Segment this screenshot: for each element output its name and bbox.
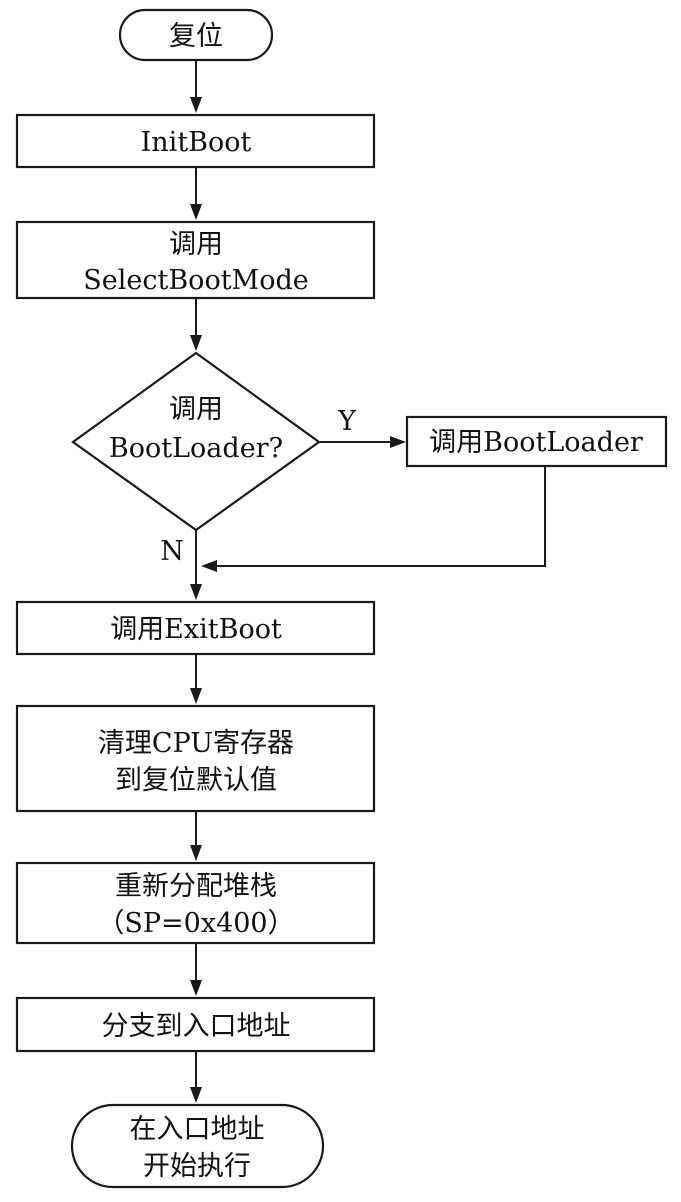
clear-registers-node-line1: 清理CPU寄存器 [98,728,294,759]
yes-label: Y [337,406,357,437]
arrow-clear-to-stack [190,811,202,861]
clear-registers-node-line2: 到复位默认值 [115,765,277,796]
end-node-line2: 开始执行 [143,1151,251,1182]
selectbootmode-node-line1: 调用 [169,229,223,260]
decision-node: 调用 BootLoader? [71,351,321,532]
end-node-shape [70,1103,325,1189]
end-node: 在入口地址 开始执行 [70,1103,325,1189]
arrow-stack-to-branch [190,943,202,996]
realloc-stack-node-line2: （SP=0x400） [97,908,294,939]
realloc-stack-node-shape [15,861,376,945]
arrow-selectbootmode-to-decision [190,298,202,351]
clear-registers-node-shape [15,704,376,813]
branch-node: 分支到入口地址 [15,996,376,1053]
arrow-initboot-to-selectbootmode [190,167,202,220]
initboot-node-shape [15,113,376,169]
arrow-decision-no [190,530,202,600]
initboot-node-label: InitBoot [141,127,252,158]
arrow-branch-to-end [190,1051,202,1103]
realloc-stack-node-line1: 重新分配堆栈 [115,871,277,902]
call-bootloader-node-shape [405,415,668,468]
initboot-node: InitBoot [15,113,376,169]
arrow-exitboot-to-clear [190,654,202,704]
arrow-bootloader-return [201,466,546,572]
decision-node-line2: BootLoader? [109,433,283,464]
selectbootmode-node: 调用 SelectBootMode [15,220,376,300]
end-node-line1: 在入口地址 [130,1114,265,1145]
call-bootloader-node: 调用BootLoader [405,415,668,468]
selectbootmode-node-line2: SelectBootMode [83,265,308,296]
exitboot-node: 调用ExitBoot [15,600,376,656]
arrow-start-to-initboot [190,60,202,113]
start-node: 复位 [118,8,274,62]
clear-registers-node: 清理CPU寄存器 到复位默认值 [15,704,376,813]
branch-node-label: 分支到入口地址 [102,1011,291,1042]
realloc-stack-node: 重新分配堆栈 （SP=0x400） [15,861,376,945]
arrow-decision-yes [319,436,406,448]
call-bootloader-node-label: 调用BootLoader [429,427,643,458]
exitboot-node-shape [15,600,376,656]
exitboot-node-label: 调用ExitBoot [110,614,282,645]
start-node-label: 复位 [169,21,223,52]
decision-node-line1: 调用 [169,394,223,425]
no-label: N [160,536,184,567]
